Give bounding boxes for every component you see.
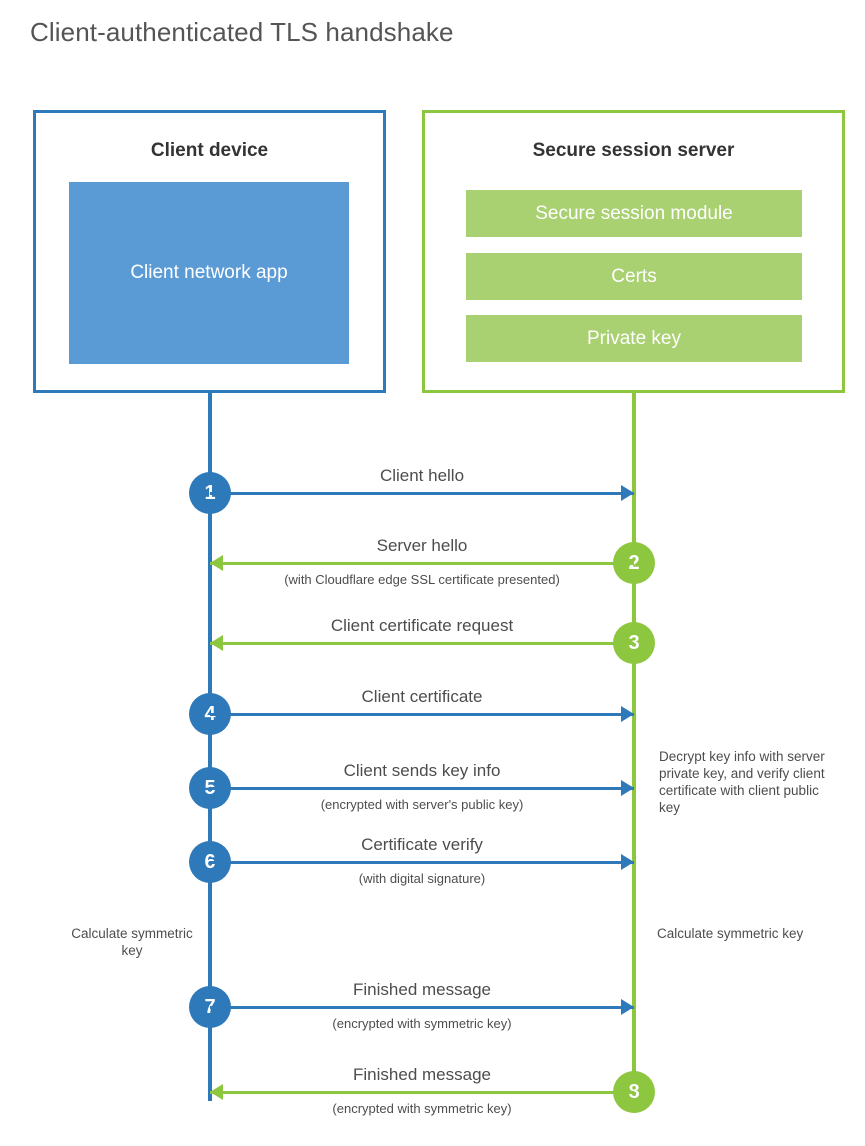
arrow-line-step-7 xyxy=(210,1006,634,1009)
arrow-head-step-2 xyxy=(210,555,223,571)
arrow-head-step-5 xyxy=(621,780,634,796)
arrow-line-step-8 xyxy=(210,1091,634,1094)
server-block-certs: Certs xyxy=(466,253,802,300)
client-lifeline xyxy=(208,392,212,1101)
arrow-head-step-4 xyxy=(621,706,634,722)
message-sublabel-step-2: (with Cloudflare edge SSL certificate pr… xyxy=(284,572,560,587)
client-network-app-block: Client network app xyxy=(69,182,349,364)
message-label-step-4: Client certificate xyxy=(361,687,483,706)
arrow-line-step-6 xyxy=(210,861,634,864)
message-label-step-1: Client hello xyxy=(379,466,465,485)
server-lifeline xyxy=(632,392,636,1093)
note-client-calculate-symmetric-key: Calculate symmetric key xyxy=(71,926,193,958)
message-label-step-6: Certificate verify xyxy=(361,835,483,854)
message-label-step-8: Finished message xyxy=(353,1065,491,1084)
secure-session-server-title: Secure session server xyxy=(532,140,735,161)
server-block-private-key: Private key xyxy=(466,315,802,362)
arrow-head-step-3 xyxy=(210,635,223,651)
message-label-step-7: Finished message xyxy=(353,980,491,999)
arrow-line-step-5 xyxy=(210,787,634,790)
message-sublabel-step-7: (encrypted with symmetric key) xyxy=(332,1016,512,1031)
note-server-calculate-symmetric-key: Calculate symmetric key xyxy=(657,926,804,941)
message-sublabel-step-8: (encrypted with symmetric key) xyxy=(332,1101,512,1116)
arrow-head-step-7 xyxy=(621,999,634,1015)
arrow-line-step-1 xyxy=(210,492,634,495)
arrow-line-step-3 xyxy=(210,642,634,645)
note-decrypt-key-info: Decrypt key info with server private key… xyxy=(659,749,825,815)
arrow-line-step-2 xyxy=(210,562,634,565)
secure-session-server-box: Secure session server Secure session mod… xyxy=(422,110,845,393)
message-label-step-5: Client sends key info xyxy=(343,761,501,780)
client-device-title: Client device xyxy=(150,140,269,161)
arrow-head-step-8 xyxy=(210,1084,223,1100)
step-circle-2: 2 xyxy=(613,542,655,584)
message-label-step-3: Client certificate request xyxy=(330,616,514,635)
arrow-line-step-4 xyxy=(210,713,634,716)
message-label-step-2: Server hello xyxy=(376,536,468,555)
message-sublabel-step-5: (encrypted with server's public key) xyxy=(320,797,524,812)
message-sublabel-step-6: (with digital signature) xyxy=(358,871,486,886)
arrow-head-step-1 xyxy=(621,485,634,501)
server-block-secure-session-module: Secure session module xyxy=(466,190,802,237)
client-device-box: Client device Client network app xyxy=(33,110,386,393)
page-title: Client-authenticated TLS handshake xyxy=(30,17,454,47)
arrow-head-step-6 xyxy=(621,854,634,870)
